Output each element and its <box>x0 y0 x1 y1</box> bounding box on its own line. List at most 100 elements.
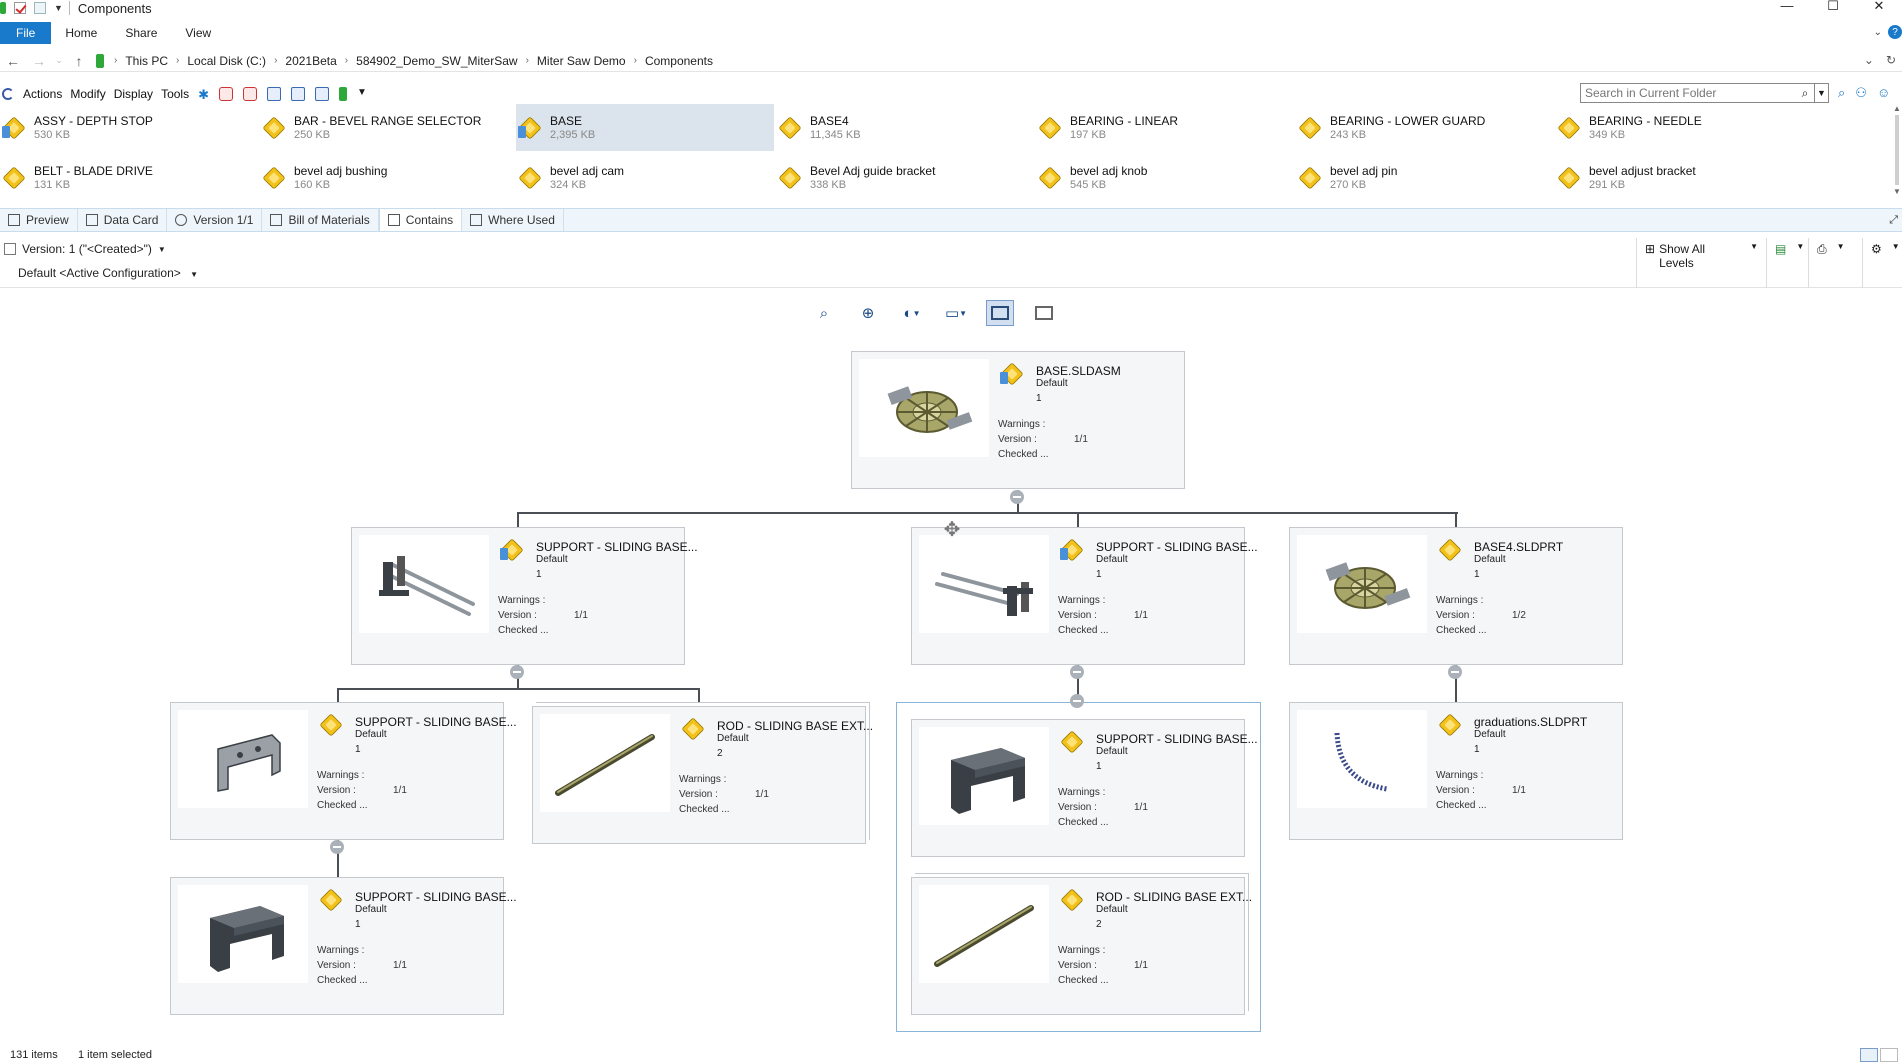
check-in-icon[interactable] <box>242 87 257 101</box>
properties-icon[interactable] <box>314 87 329 101</box>
recent-locations-icon[interactable]: ⌄ <box>55 55 63 65</box>
get-latest-icon[interactable] <box>266 87 281 101</box>
show-all-levels-button[interactable]: ⊞ Show All Levels ▼ <box>1636 238 1766 288</box>
collapse-node-icon[interactable] <box>1070 665 1084 679</box>
collapse-node-icon[interactable] <box>510 665 524 679</box>
configuration-selector[interactable]: Default <Active Configuration> ▼ <box>18 266 198 280</box>
zoom-icon[interactable]: ⊕ <box>861 305 875 322</box>
tab-version[interactable]: Version 1/1 <box>167 209 263 231</box>
tab-file[interactable]: File <box>0 22 52 44</box>
tab-contains[interactable]: Contains <box>378 209 463 231</box>
expand-ribbon-icon[interactable]: ⌄ <box>1873 26 1882 38</box>
menu-actions[interactable]: Actions <box>23 87 63 101</box>
help-icon[interactable]: ? <box>1888 25 1902 39</box>
more-commands-icon[interactable]: ▼ <box>356 87 367 98</box>
pdm-refresh-icon[interactable] <box>2 88 14 100</box>
tab-preview[interactable]: Preview <box>0 209 78 231</box>
tab-share[interactable]: Share <box>125 26 158 40</box>
address-dropdown-icon[interactable]: ⌄ <box>1863 53 1874 67</box>
tab-bill-of-materials[interactable]: Bill of Materials <box>262 209 379 231</box>
forward-icon[interactable]: → <box>32 52 46 69</box>
breadcrumb-demo-folder[interactable]: 584902_Demo_SW_MiterSaw <box>356 53 518 68</box>
minimize-button[interactable]: — <box>1780 0 1794 13</box>
display-mode-icon[interactable]: ◐▼ <box>903 304 921 322</box>
export-button[interactable]: ▤ ▼ <box>1766 238 1808 288</box>
search-icon[interactable]: ⌕ <box>1801 85 1809 100</box>
breadcrumb-local-disk[interactable]: Local Disk (C:) <box>187 53 267 68</box>
collapse-view-icon[interactable]: ⤢ <box>1889 214 1898 226</box>
options-button[interactable]: ⚙ ▼ <box>1862 238 1902 288</box>
file-list-scrollbar[interactable]: ▲ ▼ <box>1892 104 1902 200</box>
check-out-icon[interactable] <box>218 87 233 101</box>
breadcrumb-this-pc[interactable]: This PC <box>125 53 169 68</box>
new-folder-icon[interactable] <box>34 2 46 14</box>
tab-home[interactable]: Home <box>65 26 98 40</box>
tree-view-icon[interactable] <box>986 300 1014 326</box>
search-box[interactable]: ⌕ ▼ <box>1580 83 1829 103</box>
vault-view-icon[interactable] <box>338 87 347 101</box>
back-icon[interactable]: ← <box>6 52 20 69</box>
menu-display[interactable]: Display <box>113 87 154 101</box>
details-view-button[interactable] <box>1860 1048 1878 1062</box>
quick-access-dropdown-icon[interactable]: ▼ <box>54 3 63 13</box>
properties-icon[interactable] <box>14 2 26 14</box>
scroll-up-icon[interactable]: ▲ <box>1893 104 1901 113</box>
menu-modify[interactable]: Modify <box>70 87 106 101</box>
user-icon[interactable]: ⚇ <box>1855 85 1867 100</box>
tab-data-card[interactable]: Data Card <box>78 209 168 231</box>
thumbnail-view-button[interactable] <box>1880 1048 1898 1062</box>
breadcrumb-components[interactable]: Components <box>644 53 713 68</box>
version-selector[interactable]: Version: 1 ("<Created>") ▼ <box>4 242 166 256</box>
up-icon[interactable]: ↑ <box>75 52 83 69</box>
zoom-to-fit-icon[interactable]: ⌕ <box>819 304 829 322</box>
breadcrumb-miter-saw-demo[interactable]: Miter Saw Demo <box>536 53 626 68</box>
search-dropdown-icon[interactable]: ▼ <box>1814 84 1828 102</box>
search-input[interactable] <box>1581 86 1796 100</box>
scroll-down-icon[interactable]: ▼ <box>1893 187 1901 196</box>
layout-icon[interactable]: ▭▼ <box>944 305 968 322</box>
smiley-icon[interactable]: ☺ <box>1876 85 1891 100</box>
maximize-button[interactable]: ☐ <box>1827 0 1839 13</box>
tab-where-used[interactable]: Where Used <box>462 209 564 231</box>
pin-icon[interactable]: ✱ <box>198 87 209 102</box>
breadcrumb[interactable]: › This PC › Local Disk (C:) › 2021Beta ›… <box>96 53 717 68</box>
scroll-thumb[interactable] <box>1895 115 1899 185</box>
print-button[interactable]: ⎙ ▼ <box>1808 238 1862 288</box>
collapse-node-icon[interactable] <box>330 840 344 854</box>
tab-view[interactable]: View <box>185 26 212 40</box>
advanced-search-icon[interactable]: ⌕ <box>1838 85 1846 100</box>
collapse-node-icon[interactable] <box>1010 490 1024 504</box>
breadcrumb-2021beta[interactable]: 2021Beta <box>285 53 337 68</box>
close-button[interactable]: ✕ <box>1873 0 1885 13</box>
change-state-icon[interactable] <box>290 87 305 101</box>
refresh-icon[interactable]: ↻ <box>1885 53 1896 67</box>
menu-tools[interactable]: Tools <box>161 87 190 101</box>
collapse-node-icon[interactable] <box>1448 665 1462 679</box>
collapse-node-icon[interactable] <box>1070 694 1084 708</box>
list-view-icon[interactable] <box>1030 300 1058 326</box>
